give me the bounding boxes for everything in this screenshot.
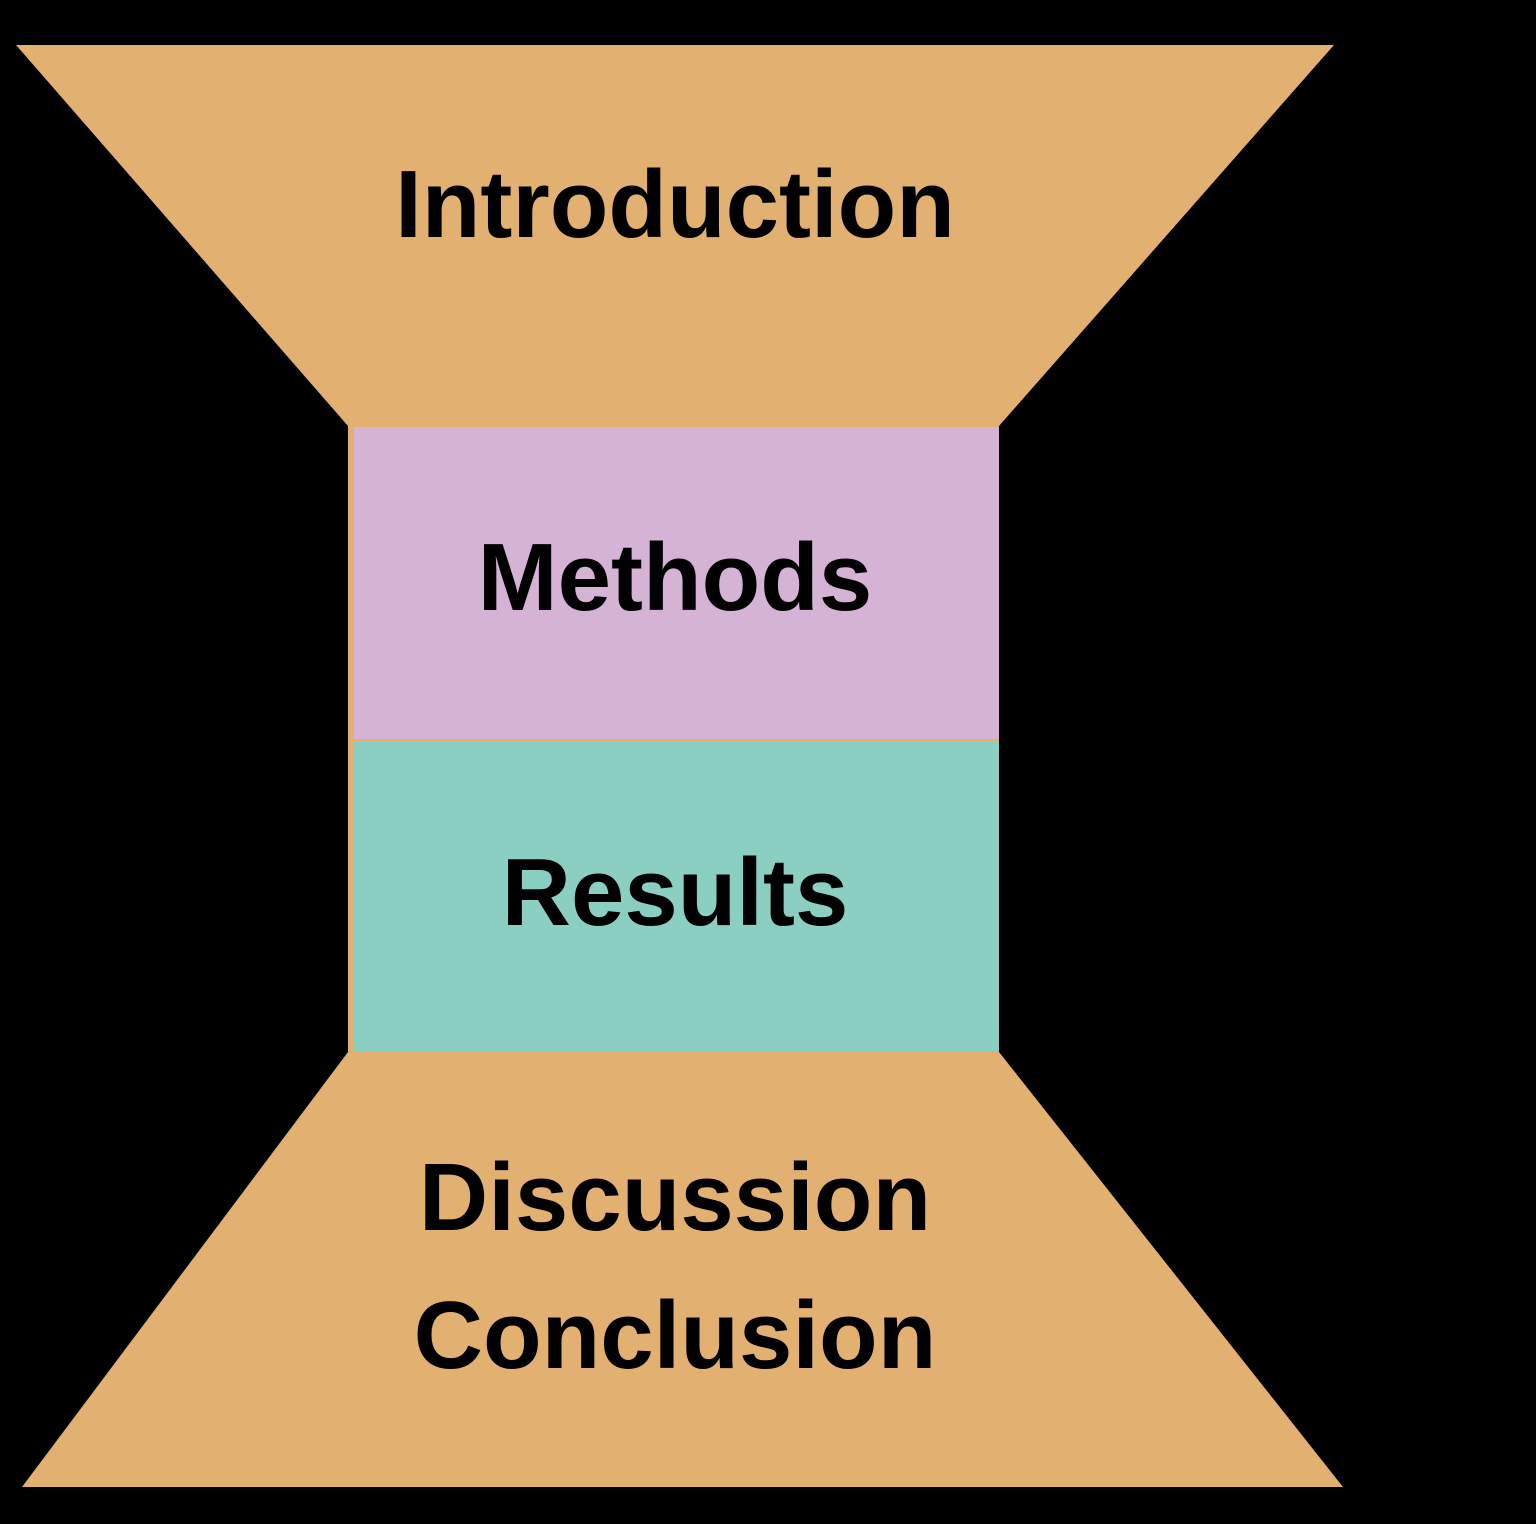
- results-box: [354, 741, 999, 1052]
- discussion-label: Discussion: [418, 1144, 932, 1251]
- introduction-label: Introduction: [395, 151, 955, 258]
- conclusion-label: Conclusion: [413, 1282, 937, 1389]
- results-label: Results: [501, 839, 849, 946]
- methods-label: Methods: [477, 524, 873, 631]
- methods-box: [354, 427, 999, 739]
